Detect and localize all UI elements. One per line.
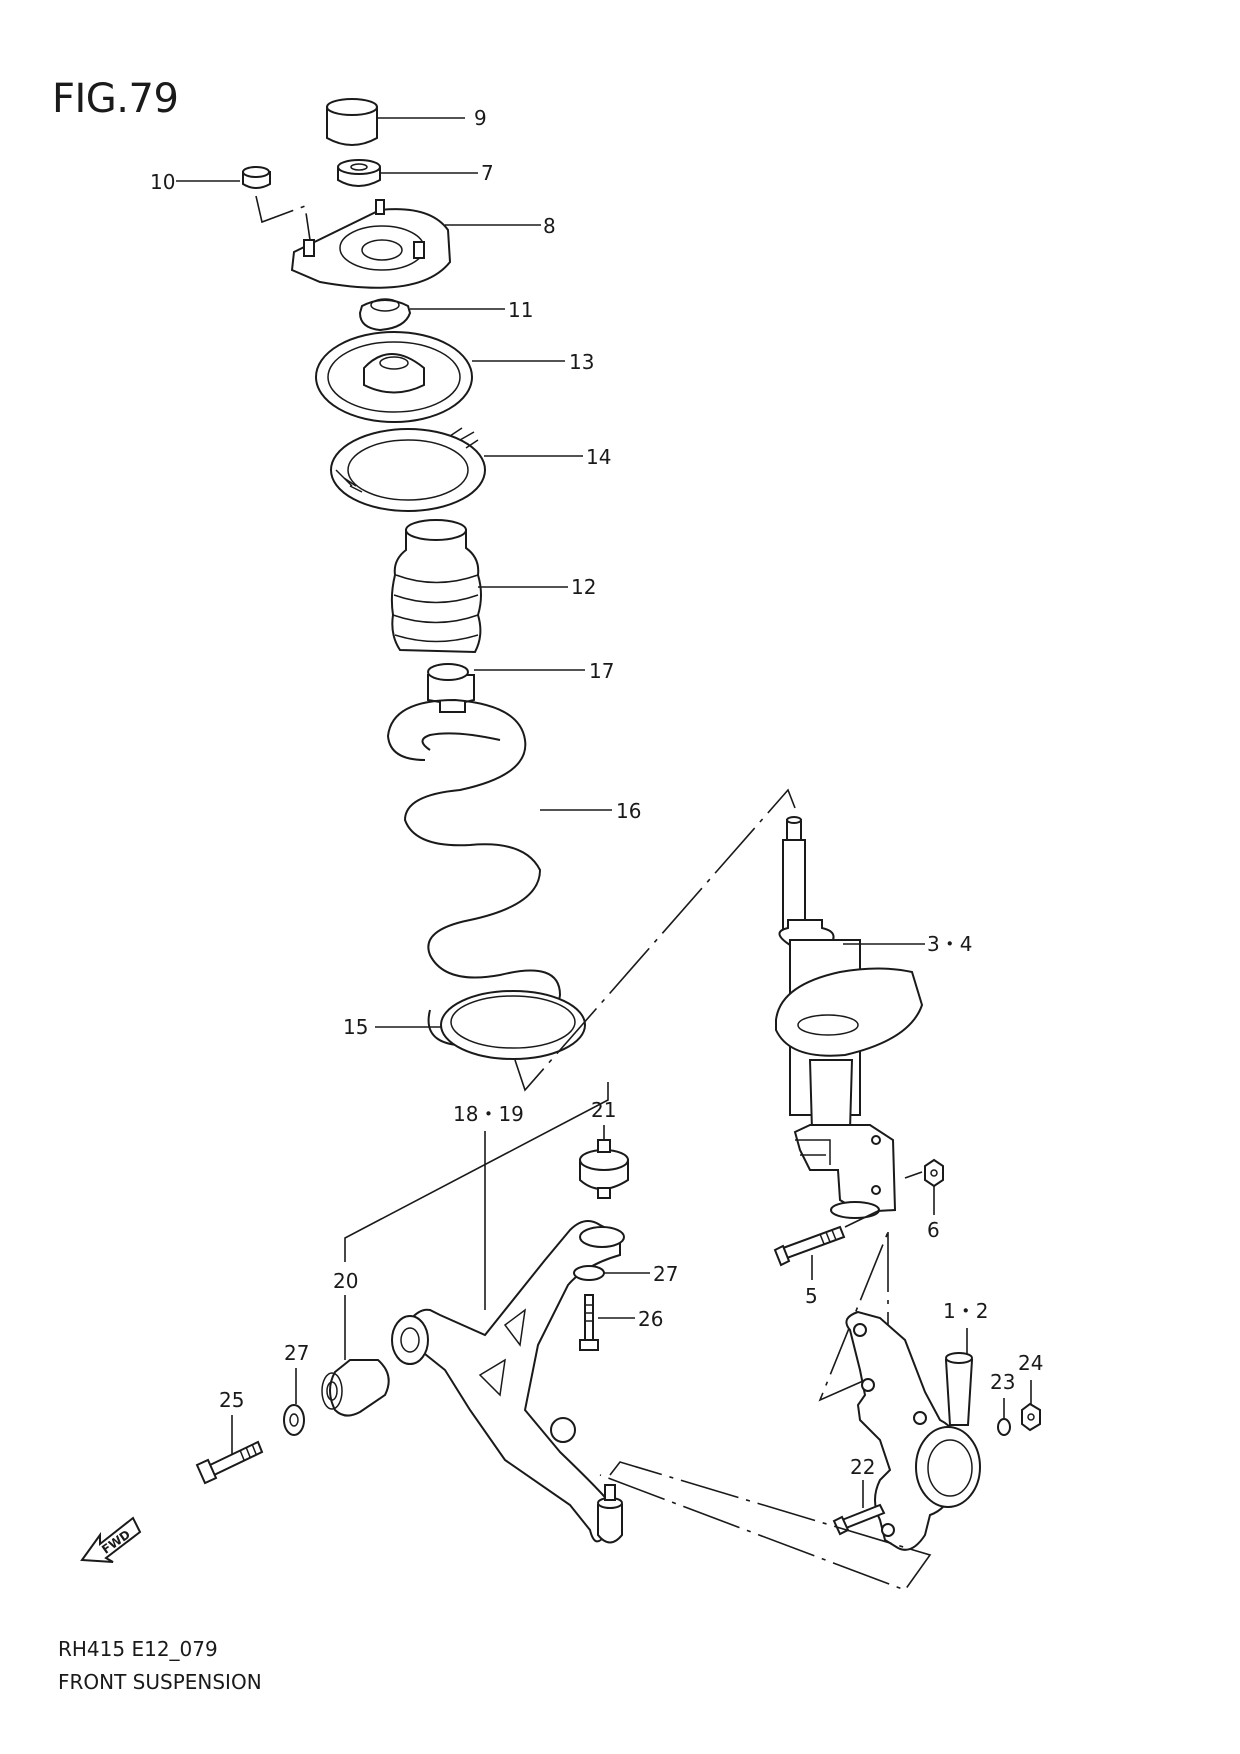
assembly-line-18-19	[344, 1082, 609, 1262]
callout-20: 20	[333, 1269, 358, 1293]
part-25-bolt	[195, 1440, 264, 1485]
callout-15: 15	[343, 1015, 368, 1039]
part-23-washer	[997, 1418, 1011, 1436]
callout-24: 24	[1018, 1351, 1043, 1375]
callout-17: 17	[589, 659, 614, 683]
part-9-dust-cap	[326, 98, 378, 146]
part-10-flange-nut	[242, 166, 271, 189]
part-1-2-steering-knuckle	[845, 1310, 981, 1551]
callout-22: 22	[850, 1455, 875, 1479]
figure-code: RH415 E12_079	[58, 1637, 218, 1661]
part-22-bolt	[832, 1503, 886, 1536]
assembly-line-knuckle	[818, 1231, 889, 1402]
callout-10: 10	[150, 170, 175, 194]
callout-23: 23	[990, 1370, 1015, 1394]
callout-7: 7	[481, 161, 494, 185]
assembly-line-ball-joint	[599, 1461, 932, 1591]
callout-16: 16	[616, 799, 641, 823]
callout-13: 13	[569, 350, 594, 374]
callout-3-4: 3・4	[927, 932, 972, 956]
callout-8: 8	[543, 214, 556, 238]
part-12-dust-boot	[390, 519, 482, 654]
assembly-line-10	[255, 195, 311, 241]
callout-25: 25	[219, 1388, 244, 1412]
part-21-bushing	[579, 1139, 629, 1199]
part-18-19-lower-control-arm	[391, 1220, 625, 1544]
part-26-bolt	[579, 1294, 599, 1351]
part-27-washer-lower	[283, 1404, 305, 1436]
callout-1-2: 1・2	[943, 1299, 988, 1323]
part-13-spring-seat-upper	[315, 331, 473, 423]
callout-27-lower: 27	[284, 1341, 309, 1365]
figure-name: FRONT SUSPENSION	[58, 1670, 262, 1694]
callout-5: 5	[805, 1284, 818, 1308]
callout-21: 21	[591, 1098, 616, 1122]
part-27-washer-upper	[573, 1265, 605, 1281]
callout-12: 12	[571, 575, 596, 599]
assembly-line-strut	[514, 788, 796, 1092]
callout-6: 6	[927, 1218, 940, 1242]
part-5-bolt	[773, 1225, 846, 1267]
part-24-nut	[1021, 1402, 1041, 1432]
callout-27-upper: 27	[653, 1262, 678, 1286]
figure-title: FIG.79	[52, 76, 179, 122]
part-11-bearing	[358, 298, 412, 332]
callout-11: 11	[508, 298, 533, 322]
assembly-line-6	[904, 1171, 923, 1179]
part-17-bump-stop	[427, 663, 475, 713]
part-7-nut	[337, 159, 381, 187]
callout-9: 9	[474, 106, 487, 130]
part-8-strut-mount	[290, 199, 452, 289]
fwd-arrow-icon: FWD	[80, 1516, 142, 1563]
part-20-bushing	[321, 1359, 390, 1417]
part-14-spring-insulator	[330, 427, 486, 512]
callout-26: 26	[638, 1307, 663, 1331]
assembly-line-5	[844, 1209, 881, 1228]
part-16-coil-spring	[386, 698, 562, 1047]
part-6-nut	[924, 1158, 944, 1188]
part-15-lower-insulator	[440, 990, 586, 1060]
callout-14: 14	[586, 445, 611, 469]
callout-18-19: 18・19	[453, 1102, 524, 1126]
part-3-4-strut-assembly	[775, 816, 924, 1219]
